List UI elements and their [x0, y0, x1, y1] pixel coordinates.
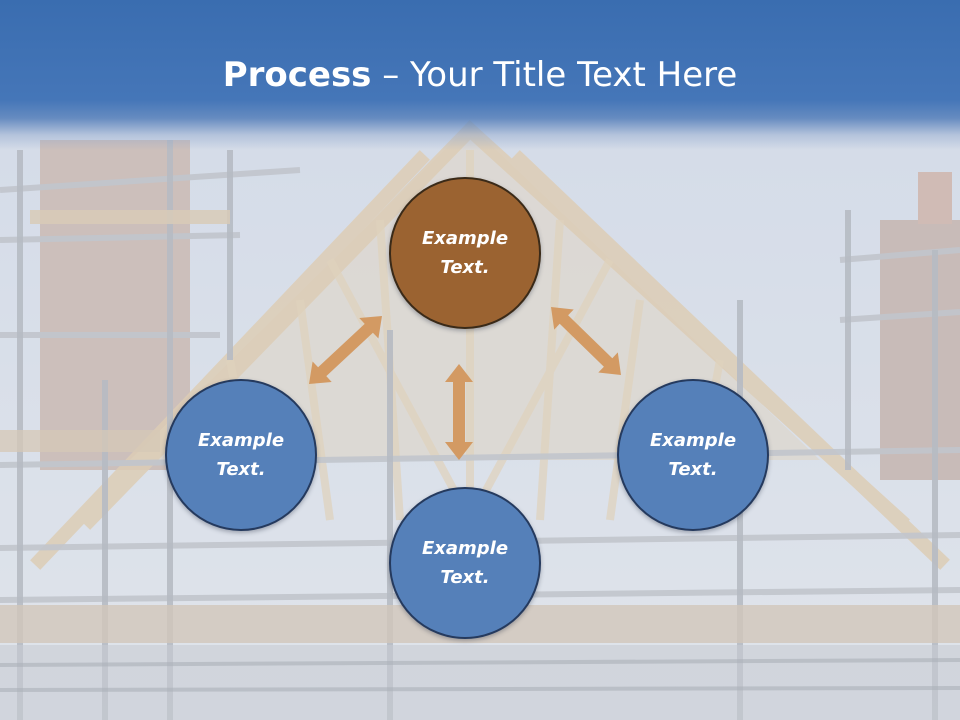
- process-circle-top[interactable]: Example Text.: [389, 177, 541, 329]
- process-circle-right[interactable]: Example Text.: [617, 379, 769, 531]
- circle-left-label: Example Text.: [186, 426, 296, 484]
- circle-right-label: Example Text.: [638, 426, 748, 484]
- process-circle-bottom[interactable]: Example Text.: [389, 487, 541, 639]
- double-arrow-top-left: [309, 316, 382, 384]
- circle-bottom-label: Example Text.: [410, 534, 520, 592]
- double-arrow-top-right: [551, 307, 621, 375]
- circle-top-label: Example Text.: [410, 224, 520, 282]
- process-circle-left[interactable]: Example Text.: [165, 379, 317, 531]
- double-arrow-vertical: [445, 364, 473, 460]
